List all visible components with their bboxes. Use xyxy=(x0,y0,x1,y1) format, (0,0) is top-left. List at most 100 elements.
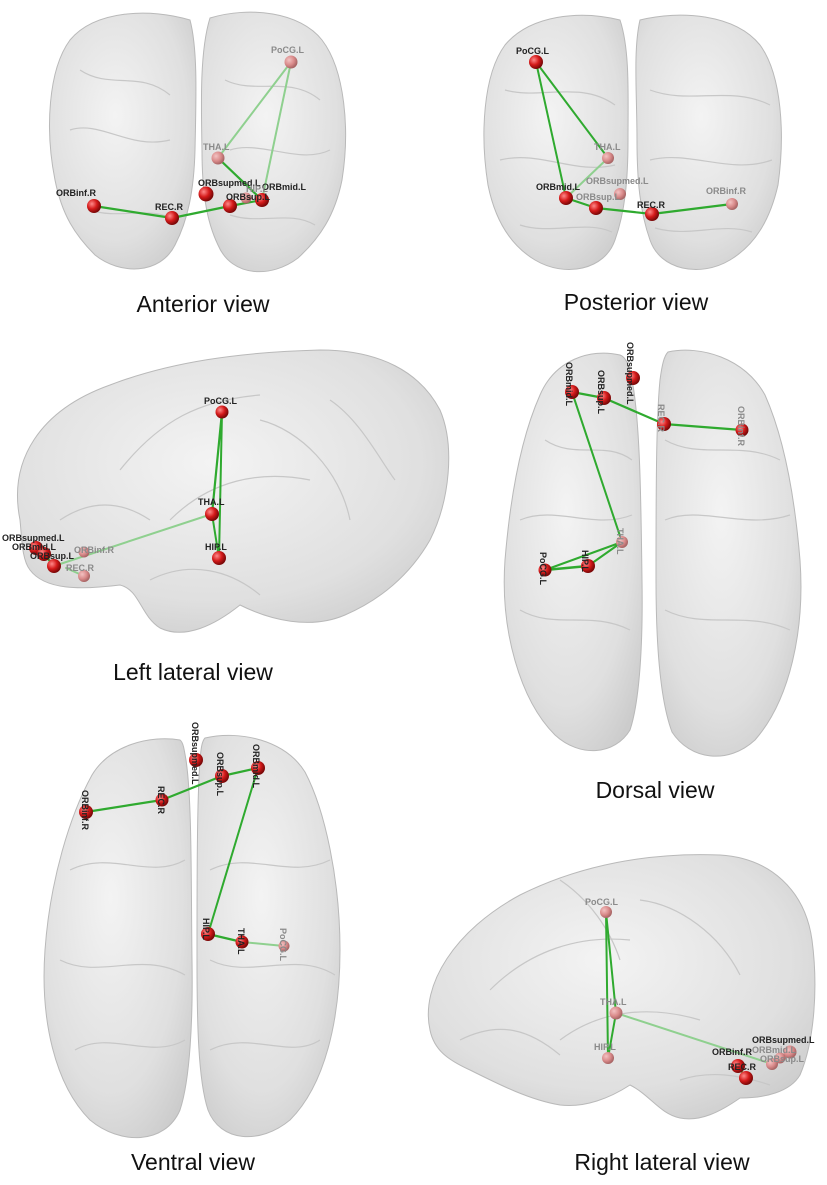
edge xyxy=(218,411,223,559)
edge xyxy=(650,202,734,216)
edge xyxy=(605,911,609,1059)
node-ORBsupmed.L xyxy=(626,371,640,385)
node-labels: PoCG.L THA.L ORBmid.L ORBsupmed.L ORBsup… xyxy=(516,46,746,210)
edge xyxy=(544,541,623,571)
node-ORBsupmed.L xyxy=(783,1045,797,1059)
node-THA.L xyxy=(616,536,628,548)
node-label: ORBinf.R xyxy=(56,188,96,198)
node-labels: PoCG.L THA.L HIP.L ORBsupmed.L ORBinf.R … xyxy=(585,897,815,1072)
edge xyxy=(207,767,259,935)
node-label: ORBsup.L xyxy=(760,1054,805,1064)
node-PoCG.L xyxy=(278,940,290,952)
node-REC.R xyxy=(165,211,179,225)
node-ORBsup.L xyxy=(223,199,237,213)
edge xyxy=(571,391,623,543)
edge xyxy=(535,61,567,199)
node-ORBmid.L xyxy=(255,193,269,207)
nodes xyxy=(600,906,797,1085)
node-label: REC.R xyxy=(637,200,666,210)
panel-caption: Left lateral view xyxy=(113,659,273,685)
node-REC.R xyxy=(155,793,169,807)
node-label: HIP.L xyxy=(246,184,268,194)
nodes xyxy=(29,405,229,582)
node-PoCG.L xyxy=(529,55,543,69)
edge xyxy=(170,204,232,220)
node-ORBsup.L xyxy=(774,1052,786,1064)
node-HIP.L xyxy=(602,1052,614,1064)
node-ORBsup.L xyxy=(47,559,61,573)
node-label: ORBsupmed.L xyxy=(2,533,65,543)
node-label: PoCG.L xyxy=(204,396,238,406)
node-label: ORBmid.L xyxy=(12,542,57,552)
node-ORBmid.L xyxy=(766,1058,778,1070)
node-label: ORBmid.L xyxy=(536,182,581,192)
panel-posterior-view: PoCG.L THA.L ORBmid.L ORBsupmed.L ORBsup… xyxy=(483,14,782,315)
node-PoCG.L xyxy=(600,906,612,918)
edge xyxy=(210,410,224,516)
panel-dorsal-view: ORBmid.L ORBsup.L ORBsupmed.L REC.R ORBi… xyxy=(503,342,802,803)
edge xyxy=(594,206,654,216)
node-label: ORBsupmed.L xyxy=(190,722,200,785)
panel-left-lateral-view: PoCG.L THA.L HIP.L ORBsupmed.L ORBmid.L … xyxy=(2,349,450,685)
edge xyxy=(261,61,292,201)
node-ORBsupmed.L xyxy=(189,753,203,767)
node-ORBmid.L xyxy=(559,191,573,205)
edge xyxy=(662,422,744,432)
edge xyxy=(607,1012,617,1059)
edge xyxy=(211,513,220,559)
edge xyxy=(543,564,590,572)
node-label: HIP.L xyxy=(205,542,227,552)
panel-anterior-view: PoCG.L THA.L ORBinf.R ORBsupmed.L REC.R … xyxy=(49,11,347,317)
node-PoCG.L xyxy=(284,55,298,69)
node-ORBinf.R xyxy=(87,199,101,213)
node-THA.L xyxy=(235,935,249,949)
panel-right-lateral-view: PoCG.L THA.L HIP.L ORBsupmed.L ORBinf.R … xyxy=(427,854,816,1175)
node-label: ORBsupmed.L xyxy=(198,178,261,188)
node-label: HIP.L xyxy=(201,918,211,940)
nodes xyxy=(79,753,290,952)
panel-caption: Ventral view xyxy=(131,1149,255,1175)
node-label: ORBmid.L xyxy=(752,1045,797,1055)
node-label: ORBinf.R xyxy=(712,1047,752,1057)
edge xyxy=(92,204,174,220)
node-label: ORBinf.R xyxy=(80,790,90,830)
node-THA.L xyxy=(602,152,614,164)
node-label: THA.L xyxy=(203,142,230,152)
node-REC.R xyxy=(645,207,659,221)
node-label: ORBsup.L xyxy=(596,370,606,415)
node-label: REC.R xyxy=(156,786,166,815)
panel-caption: Posterior view xyxy=(564,289,709,315)
node-labels: ORBmid.L ORBsup.L ORBsupmed.L REC.R ORBi… xyxy=(538,342,746,586)
node-label: ORBsupmed.L xyxy=(625,342,635,405)
edge xyxy=(605,911,617,1014)
node-label: THA.L xyxy=(594,142,621,152)
edge xyxy=(53,513,213,567)
edge xyxy=(535,61,609,159)
edges xyxy=(543,390,744,572)
node-REC.R xyxy=(657,417,671,431)
node-label: ORBmid.L xyxy=(251,744,261,789)
node-label: ORBsup.L xyxy=(30,551,75,561)
brain-outline xyxy=(427,854,816,1120)
node-label: ORBsup.L xyxy=(226,192,271,202)
node-THA.L xyxy=(211,151,225,165)
edge xyxy=(241,941,285,947)
node-PoCG.L xyxy=(215,405,229,419)
node-label: REC.R xyxy=(155,202,184,212)
node-label: THA.L xyxy=(600,997,627,1007)
edge xyxy=(84,798,164,814)
edge xyxy=(217,61,292,159)
node-label: THA.L xyxy=(236,928,246,955)
node-ORBmid.L xyxy=(37,547,51,561)
node-ORBsupmed.L xyxy=(198,186,214,202)
node-labels: PoCG.L THA.L HIP.L ORBsupmed.L ORBmid.L … xyxy=(2,396,238,573)
edge xyxy=(615,1012,773,1065)
node-ORBinf.R xyxy=(78,546,90,558)
nodes xyxy=(87,55,298,225)
node-HIP.L xyxy=(240,192,252,204)
brain-outline xyxy=(503,349,802,757)
panel-caption: Dorsal view xyxy=(596,777,715,803)
node-label: PoCG.L xyxy=(271,45,305,55)
node-label: ORBinf.R xyxy=(736,406,746,446)
brain-outline xyxy=(49,11,347,273)
